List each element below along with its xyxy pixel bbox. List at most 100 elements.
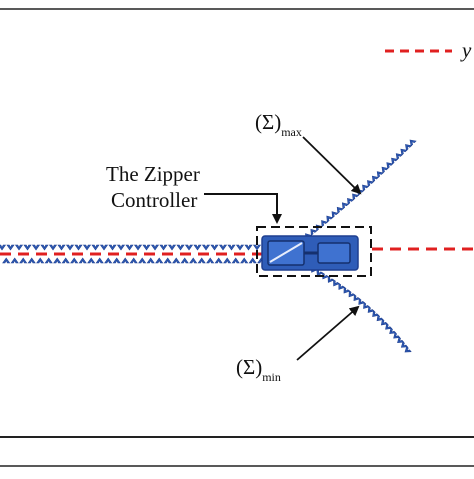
zipper-tooth [36, 257, 45, 264]
zipper-tooth [231, 257, 240, 264]
zipper-tooth [19, 257, 28, 264]
zipper-closed-teeth [0, 244, 266, 264]
zipper-tooth [409, 139, 417, 147]
zipper-tooth [163, 257, 172, 264]
zipper-tooth [6, 244, 15, 251]
zipper-tooth [138, 257, 147, 264]
zipper-tooth [99, 244, 109, 251]
zipper-tooth [27, 257, 36, 264]
zipper-tooth [310, 228, 318, 236]
zipper-tooth [172, 257, 181, 264]
zipper-tooth [218, 244, 228, 251]
zipper-tooth [61, 257, 70, 264]
zipper-tooth [116, 244, 126, 251]
zipper-tooth [341, 202, 349, 210]
zipper-slider [261, 235, 359, 271]
sigma-max-main: (Σ) [255, 110, 281, 134]
controller-dashed-box [256, 226, 372, 277]
sigma-min-sub: min [262, 370, 281, 384]
zipper-tooth [321, 220, 329, 228]
sigma-max-label: (Σ)max [255, 110, 302, 139]
zipper-tooth [48, 244, 58, 251]
zipper-tooth [31, 244, 41, 251]
zipper-tooth [112, 257, 121, 264]
zipper-tooth [146, 257, 155, 264]
zipper-tooth [65, 244, 75, 251]
zipper-tooth [227, 244, 236, 251]
zipper-tooth [391, 157, 399, 165]
zipper-tooth [336, 206, 344, 214]
zipper-tooth [352, 193, 360, 201]
zipper-tooth [395, 153, 403, 161]
zipper-tooth [176, 244, 185, 251]
zipper-tooth [210, 244, 219, 251]
zipper-tooth [252, 244, 262, 251]
zipper-tooth [223, 257, 232, 264]
zipper-controller-label-line2: Controller [111, 188, 197, 212]
zipper-tooth [381, 166, 389, 174]
zipper-tooth [248, 257, 257, 264]
zipper-tooth [150, 244, 160, 251]
zipper-tooth [193, 244, 202, 251]
zipper-tooth [371, 175, 379, 183]
zipper-controller-label-line1: The Zipper [106, 162, 200, 186]
zipper-tooth [367, 180, 374, 188]
sigma-min-label: (Σ)min [236, 355, 281, 384]
zipper-tooth [244, 244, 253, 251]
zipper-tooth [74, 244, 83, 251]
zipper-tooth [23, 244, 32, 251]
zipper-tooth [167, 244, 177, 251]
sigma-min-arrow [296, 305, 360, 361]
zipper-tooth [201, 244, 211, 251]
zipper-tooth [376, 171, 384, 179]
zipper-tooth [347, 197, 354, 206]
zipper-tooth [180, 257, 189, 264]
zipper-lower-branch [298, 259, 412, 353]
zipper-tooth [108, 244, 117, 251]
zipper-tooth [405, 144, 413, 152]
zipper-tooth [386, 162, 394, 170]
sigma-max-sub: max [281, 125, 302, 139]
sigma-max-arrow [302, 136, 362, 195]
zipper-tooth [404, 345, 412, 353]
zipper-tooth [53, 257, 62, 264]
zipper-tooth [2, 257, 11, 264]
zipper-tooth [40, 244, 49, 251]
zipper-upper-branch [299, 139, 417, 245]
zipper-tooth [206, 257, 215, 264]
zipper-tooth [133, 244, 143, 251]
zipper-tooth [159, 244, 168, 251]
zipper-tooth [14, 244, 24, 251]
zipper-tooth [91, 244, 100, 251]
zipper-tooth [197, 257, 206, 264]
zipper-tooth [189, 257, 198, 264]
zipper-tooth [235, 244, 245, 251]
zipper-tooth [70, 257, 79, 264]
zipper-tooth [104, 257, 113, 264]
zipper-tooth [326, 215, 334, 223]
zipper-tooth [129, 257, 138, 264]
zipper-tooth [125, 244, 134, 251]
zipper-tooth [0, 244, 7, 251]
zipper-tooth [10, 257, 19, 264]
zipper-tooth [57, 244, 66, 251]
zipper-tooth [87, 257, 96, 264]
zipper-tooth [155, 257, 164, 264]
zipper-tooth [95, 257, 104, 264]
zipper-tooth [362, 184, 370, 192]
sigma-min-main: (Σ) [236, 355, 262, 379]
zipper-tooth [184, 244, 194, 251]
zipper-tooth [240, 257, 249, 264]
zipper-tooth [121, 257, 130, 264]
zipper-tooth [331, 211, 339, 219]
zipper-tooth [78, 257, 87, 264]
zipper-tooth [214, 257, 223, 264]
zipper-tooth [142, 244, 151, 251]
zipper-tooth [400, 148, 408, 156]
zipper-tooth [82, 244, 92, 251]
legend-label: y [460, 38, 472, 62]
zipper-tooth [44, 257, 53, 264]
controller-arrow [204, 193, 282, 224]
